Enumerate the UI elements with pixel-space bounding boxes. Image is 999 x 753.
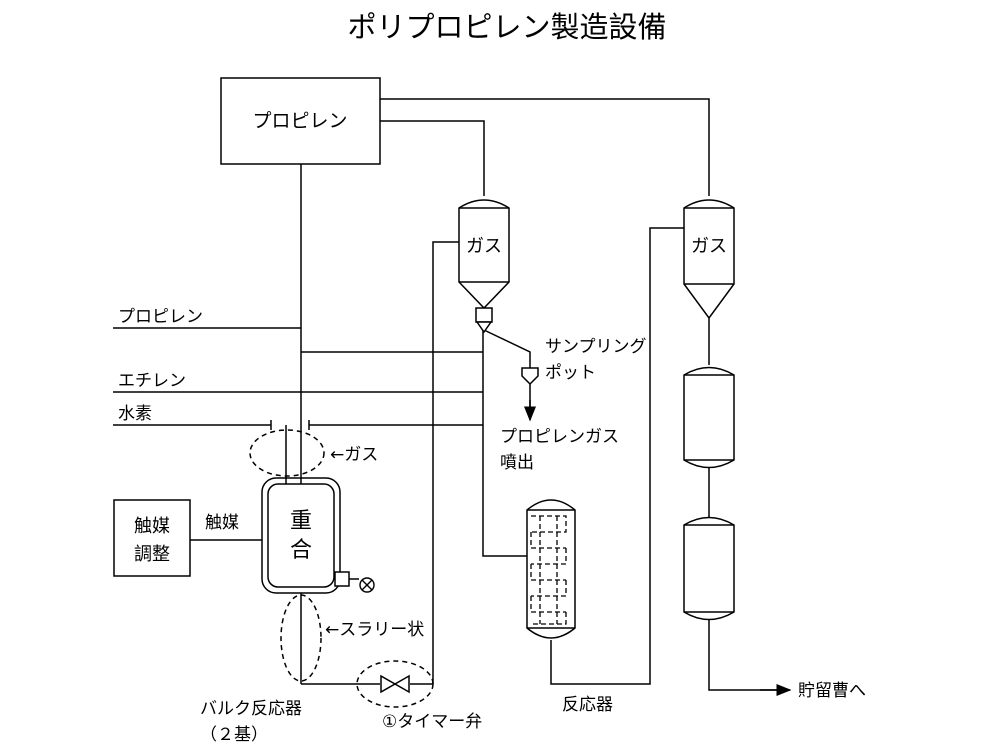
gas-separator-middle: ガス xyxy=(458,199,510,334)
storage-tank-upper xyxy=(683,366,735,469)
catalyst-label: 触媒 xyxy=(205,513,239,533)
polymer-label-1: 重 xyxy=(290,509,312,534)
propylene-box: プロピレン xyxy=(220,77,381,165)
gas-label-right: ガス xyxy=(691,236,727,257)
diagram-title: ポリプロピレン製造設備 xyxy=(347,10,666,44)
gas-ellipse xyxy=(249,429,325,477)
reactor-label: 反応器 xyxy=(562,695,613,715)
slurry-ellipse xyxy=(280,594,322,682)
annotations: プロピレン エチレン 水素 サンプリング ポット プロピレンガス 噴出 ←ガス … xyxy=(118,307,866,745)
gas-separator-right: ガス xyxy=(683,199,735,320)
bulk-reactor-label-1: バルク反応器 xyxy=(200,699,302,719)
timer-valve-label: ①タイマー弁 xyxy=(382,712,482,732)
gas-arrow-label: ←ガス xyxy=(330,445,378,465)
feed-ethylene-label: エチレン xyxy=(118,371,186,391)
catalyst-prep-box: 触媒 調整 xyxy=(113,499,191,577)
dashed-ellipses xyxy=(249,429,434,708)
storage-label: 貯留曹へ xyxy=(798,681,866,701)
bulk-reactor-label-2: （２基） xyxy=(200,725,268,745)
timer-valve-icon xyxy=(380,674,410,694)
sampling-pot xyxy=(521,367,539,386)
propylene-gas-label-2: 噴出 xyxy=(500,453,534,473)
storage-tank-lower xyxy=(683,516,735,621)
flow-arrows xyxy=(524,400,792,696)
feed-propylene-label: プロピレン xyxy=(118,307,203,327)
gas-label-middle: ガス xyxy=(466,236,502,257)
propylene-gas-label-1: プロピレンガス xyxy=(500,427,619,447)
catalyst-prep-label-2: 調整 xyxy=(134,544,170,565)
timer-valve-ellipse xyxy=(356,660,434,708)
feed-hydrogen-label: 水素 xyxy=(118,404,152,424)
piping xyxy=(113,98,780,691)
slurry-label: ←スラリー状 xyxy=(325,620,424,640)
polymer-label-2: 合 xyxy=(290,538,312,563)
catalyst-prep-label-1: 触媒 xyxy=(134,516,170,537)
polymerization-vessel: 重 合 xyxy=(261,477,350,594)
propylene-box-label: プロピレン xyxy=(252,110,347,132)
reactor-vessel xyxy=(526,499,576,639)
sampling-label-2: ポット xyxy=(545,363,596,383)
close-circle-icon xyxy=(349,577,375,593)
sampling-label-1: サンプリング xyxy=(545,337,647,357)
